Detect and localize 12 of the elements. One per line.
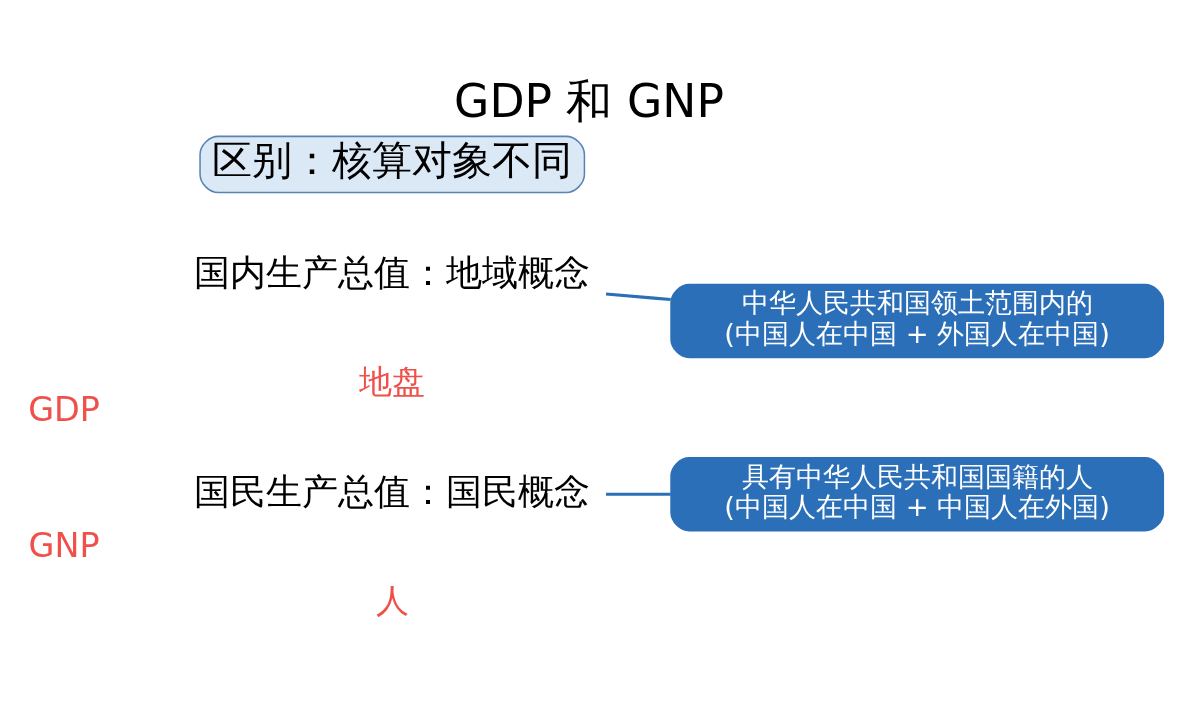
node-box: 中华人民共和国领土范围内的 (中国人在中国 + 外国人在中国) xyxy=(670,283,1165,358)
label: 人 xyxy=(375,580,409,620)
node-text: 国民生产总值：国民概念 xyxy=(194,469,591,513)
node-box: 区别：核算对象不同 xyxy=(199,135,586,193)
label: GNP xyxy=(28,525,100,565)
node-text: 国内生产总值：地域概念 xyxy=(194,250,591,294)
label: GDP xyxy=(28,389,100,429)
diagram-title: GDP 和 GNP xyxy=(454,74,724,128)
connector xyxy=(606,492,671,496)
node-box: 具有中华人民共和国国籍的人 (中国人在中国 + 中国人在外国) xyxy=(670,456,1165,531)
label: 地盘 xyxy=(359,361,426,401)
connector xyxy=(605,291,671,301)
